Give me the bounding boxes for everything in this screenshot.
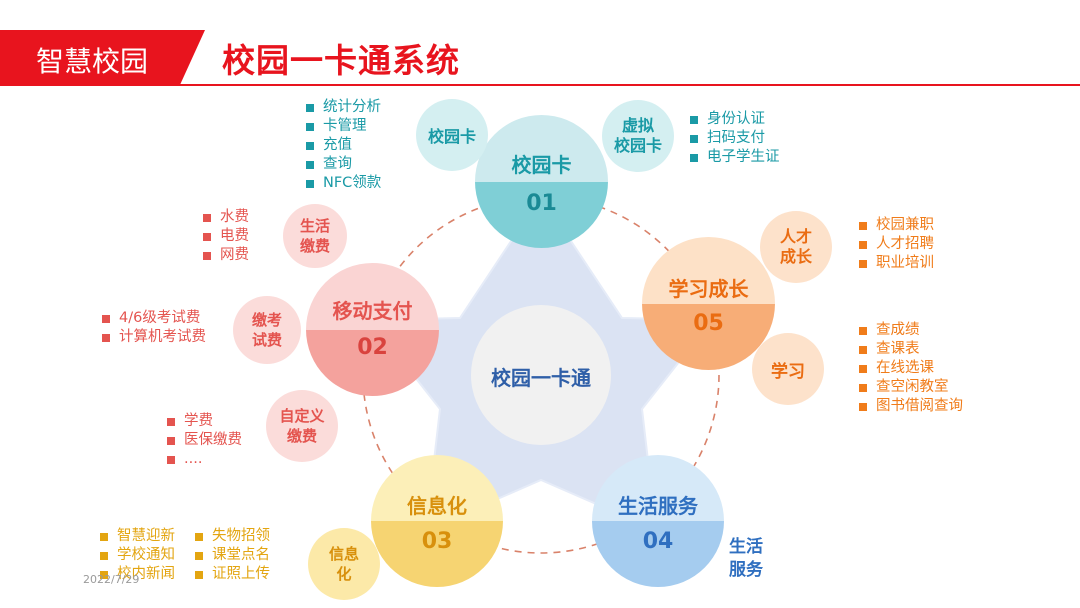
card-list-right: 身份认证 扫码支付 电子学生证 [690,110,780,167]
sub-pay-exam[interactable]: 缴考 试费 [233,296,301,364]
module-info-number: 03 [421,529,453,554]
sub-pay-custom[interactable]: 自定义 缴费 [266,390,338,462]
module-card-circle[interactable]: 校园卡 01 [475,115,608,248]
list-item: 计算机考试费 [102,328,206,347]
slide-date: 2022/7/29 [83,573,140,586]
list-item: 身份认证 [690,110,780,129]
section-tag: 智慧校园 [0,30,205,84]
pay-list-mid: 4/6级考试费 计算机考试费 [102,309,206,347]
study-list-bot: 查成绩 查课表 在线选课 查空闲教室 图书借阅查询 [859,321,963,416]
list-item: 查课表 [859,340,963,359]
list-item: 在线选课 [859,359,963,378]
pay-list-bot: 学费 医保缴费 .... [167,412,242,469]
list-item: 查询 [306,155,381,174]
list-item: 网费 [203,246,249,265]
list-item: 课堂点名 [195,546,270,565]
module-card-title: 校园卡 [511,153,572,177]
center-circle [471,305,611,445]
module-study-circle[interactable]: 学习成长 05 [642,237,775,370]
list-item: 电子学生证 [690,148,780,167]
list-item: 查空闲教室 [859,378,963,397]
section-tag-label: 智慧校园 [36,45,149,78]
module-info-circle[interactable]: 信息化 03 [371,455,503,587]
list-item: 证照上传 [195,565,270,584]
list-item: 扫码支付 [690,129,780,148]
life-sub-label: 生活 服务 [729,537,763,580]
page-title: 校园一卡通系统 [222,41,460,80]
list-item: .... [167,450,242,469]
module-card-number: 01 [526,191,557,216]
module-life-number: 04 [642,529,674,554]
module-pay-circle[interactable]: 移动支付 02 [306,263,439,396]
header-divider [0,84,1080,86]
list-item: NFC领款 [306,174,381,193]
center-label: 校园一卡通 [491,366,591,390]
sub-pay-life[interactable]: 生活 缴费 [283,204,347,268]
list-item: 人才招聘 [859,235,934,254]
list-item: 电费 [203,227,249,246]
list-item: 充值 [306,136,381,155]
sub-study-talent[interactable]: 人才 成长 [760,211,832,283]
sub-card-campus[interactable]: 校园卡 [416,99,488,171]
module-info-title: 信息化 [407,494,467,518]
list-item: 校园兼职 [859,216,934,235]
module-pay-number: 02 [357,335,388,360]
list-item: 校内新闻 [100,565,175,584]
list-item: 卡管理 [306,117,381,136]
module-pay-title: 移动支付 [332,299,413,323]
list-item: 失物招领 [195,527,270,546]
module-study-title: 学习成长 [668,277,749,301]
study-list-top: 校园兼职 人才招聘 职业培训 [859,216,934,273]
module-life-circle[interactable]: 生活服务 04 [592,455,724,587]
list-item: 医保缴费 [167,431,242,450]
list-item: 智慧迎新 [100,527,175,546]
pay-list-top: 水费 电费 网费 [203,208,249,265]
card-list-left: 统计分析 卡管理 充值 查询 NFC领款 [306,98,381,193]
sub-info[interactable]: 信息 化 [308,528,380,600]
list-item: 查成绩 [859,321,963,340]
list-item: 学校通知 [100,546,175,565]
info-list-col1: 智慧迎新 学校通知 校内新闻 [100,527,175,584]
list-item: 图书借阅查询 [859,397,963,416]
list-item: 学费 [167,412,242,431]
list-item: 统计分析 [306,98,381,117]
sub-card-virtual[interactable]: 虚拟 校园卡 [602,100,674,172]
list-item: 水费 [203,208,249,227]
list-item: 职业培训 [859,254,934,273]
module-life-title: 生活服务 [618,494,698,518]
info-list-col2: 失物招领 课堂点名 证照上传 [195,527,270,584]
list-item: 4/6级考试费 [102,309,206,328]
module-study-number: 05 [693,311,724,336]
sub-study-learn[interactable]: 学习 [752,333,824,405]
